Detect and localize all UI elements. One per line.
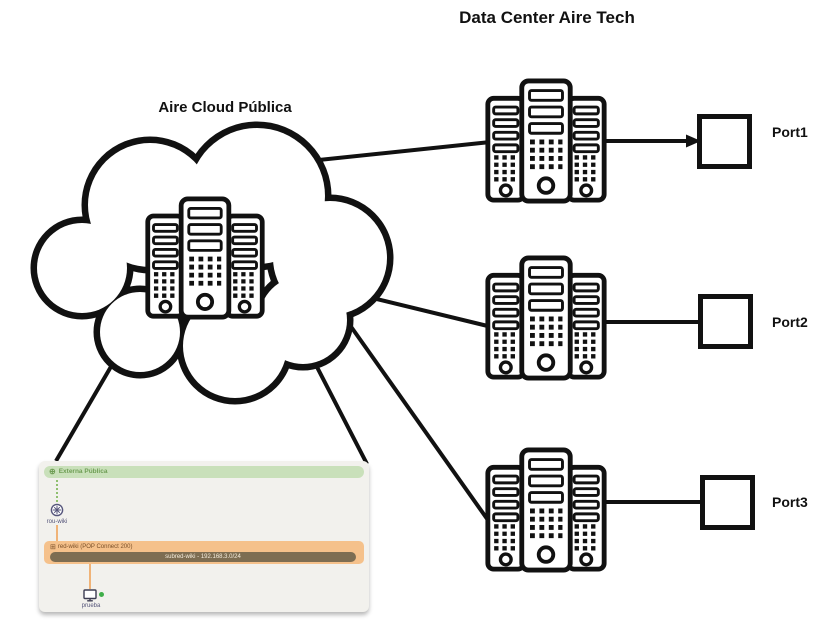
line-cloud-server1: [289, 139, 501, 165]
external-network-connector: [56, 480, 58, 502]
port3-box: [700, 475, 755, 530]
cloud-label: Aire Cloud Pública: [158, 99, 292, 116]
instance-label: prueba: [81, 603, 101, 609]
router-label: rou-wiki: [46, 519, 68, 525]
topology-panel: ⊕ Externa Pública rou-wiki ⊞ red-wiki (P…: [39, 461, 369, 612]
port3-label: Port3: [772, 494, 808, 510]
line-cloud-server3: [328, 295, 492, 525]
network-instance-connector: [89, 564, 91, 589]
line-cloud-server2: [359, 293, 501, 331]
network-label: red-wiki (POP Connect 200): [57, 544, 133, 550]
port2-box: [698, 294, 753, 349]
port1-label: Port1: [772, 124, 808, 140]
server-rack-icon-cloud: [148, 199, 262, 317]
subnet-pill: subred-wiki - 192.168.3.0/24: [50, 552, 356, 562]
port2-label: Port2: [772, 314, 808, 330]
external-network-bar: ⊕ Externa Pública: [44, 466, 364, 478]
server-rack-icon-3: [488, 450, 604, 570]
port1-box: [697, 114, 752, 169]
network-bar-header: ⊞ red-wiki (POP Connect 200): [44, 541, 364, 551]
router-network-connector: [56, 525, 58, 542]
external-network-label: Externa Pública: [58, 468, 108, 475]
server-rack-icon-2: [488, 258, 604, 378]
status-dot-icon: [99, 592, 104, 597]
router-icon: [50, 503, 64, 517]
network-bar: ⊞ red-wiki (POP Connect 200) subred-wiki…: [44, 541, 364, 564]
network-icon: ⊞: [50, 543, 56, 551]
monitor-icon: [83, 589, 97, 602]
globe-icon: ⊕: [49, 467, 56, 476]
page-title: Data Center Aire Tech: [459, 8, 635, 27]
server-rack-icon-1: [488, 81, 604, 201]
arrowhead-port1: [686, 134, 701, 148]
